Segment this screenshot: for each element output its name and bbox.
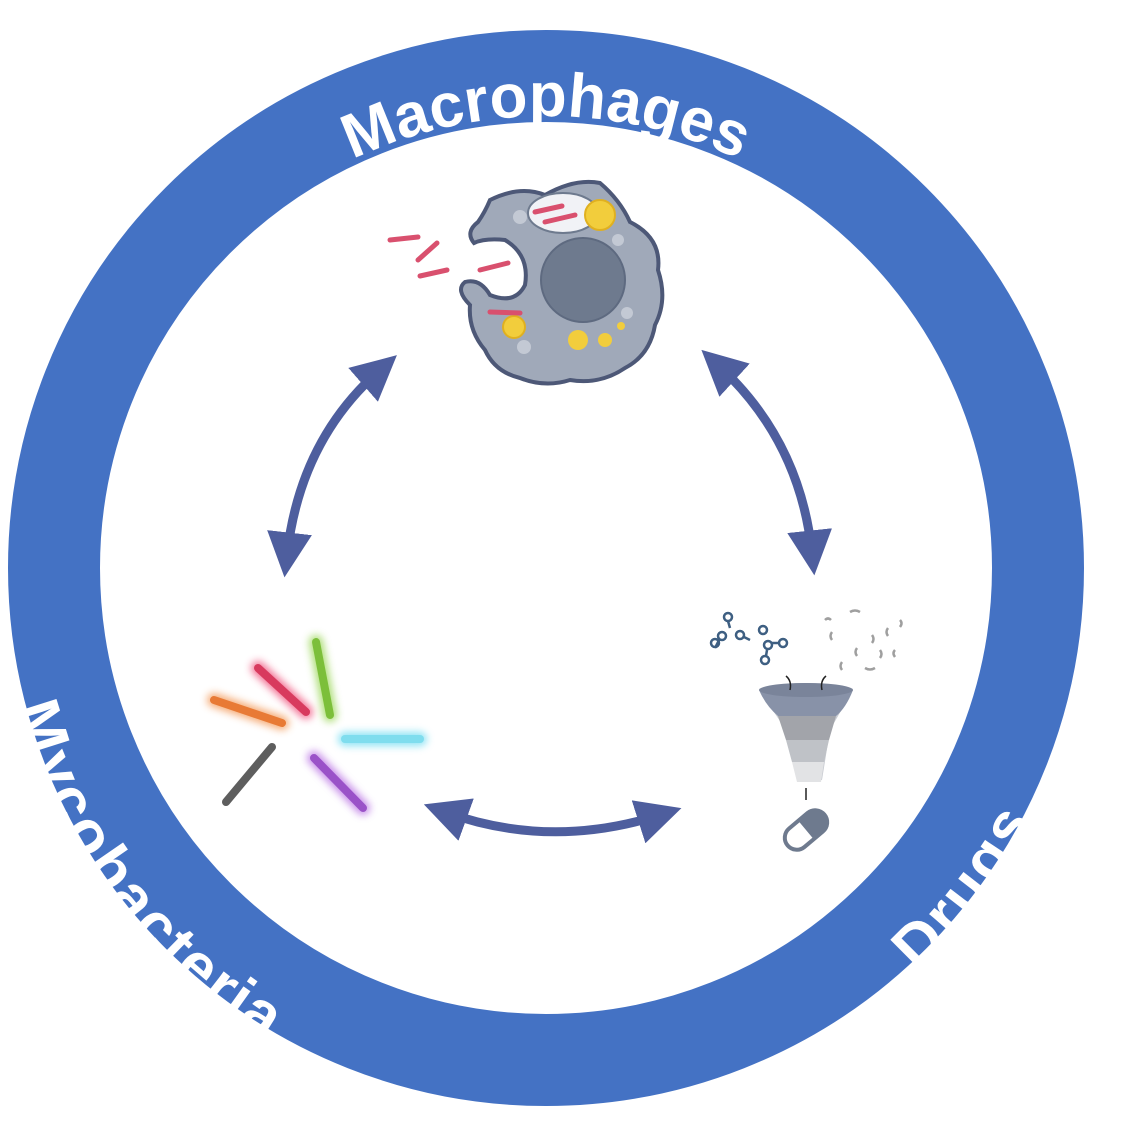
drug-funnel-icon <box>709 609 903 800</box>
outer-ring <box>8 30 1084 1106</box>
arrow-macrophages-mycobacteria <box>267 355 397 578</box>
pill-icon <box>782 808 830 852</box>
arrow-macrophages-drugs <box>701 349 832 576</box>
arrow-mycobacteria-drugs <box>423 798 682 844</box>
arrows <box>267 349 832 844</box>
mycobacteria-icon <box>207 635 427 815</box>
macrophage-icon <box>387 179 665 386</box>
